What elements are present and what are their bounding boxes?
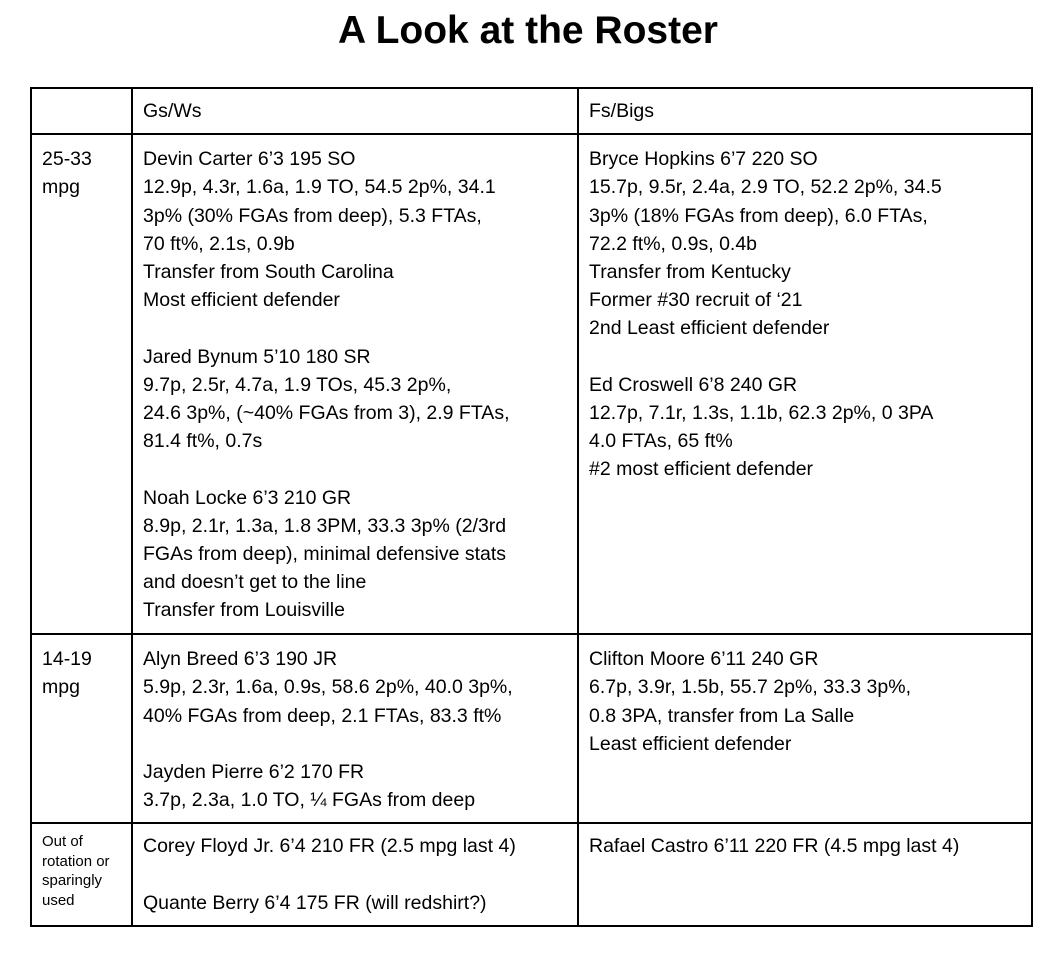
tier-label-line: Out of: [42, 833, 83, 851]
header-cell-bigs: Fs/Bigs: [577, 86, 1033, 136]
player-stat-line: 70 ft%, 2.1s, 0.9b: [143, 232, 295, 255]
bigs-cell: Clifton Moore 6’11 240 GR 6.7p, 3.9r, 1.…: [577, 633, 1033, 825]
player-stat-line: 5.9p, 2.3r, 1.6a, 0.9s, 58.6 2p%, 40.0 3…: [143, 676, 513, 699]
minutes-tier-cell: Out of rotation or sparingly used: [30, 822, 133, 927]
player-stat-line: 15.7p, 9.5r, 2.4a, 2.9 TO, 52.2 2p%, 34.…: [589, 176, 942, 199]
header-cell-guards: Gs/Ws: [131, 86, 579, 136]
player-name-line: Alyn Breed 6’3 190 JR: [143, 648, 338, 671]
player-stat-line: 12.7p, 7.1r, 1.3s, 1.1b, 62.3 2p%, 0 3PA: [589, 402, 934, 425]
player-block: Ed Croswell 6’8 240 GR 12.7p, 7.1r, 1.3s…: [589, 371, 1021, 484]
table-row: Out of rotation or sparingly used Corey …: [30, 822, 1033, 927]
player-note-line: Most efficient defender: [143, 289, 340, 312]
player-block: Alyn Breed 6’3 190 JR 5.9p, 2.3r, 1.6a, …: [143, 645, 567, 730]
player-stat-line: 3p% (30% FGAs from deep), 5.3 FTAs,: [143, 204, 482, 227]
tier-label-line: mpg: [42, 676, 80, 699]
player-name-line: Quante Berry 6’4 175 FR (will redshirt?): [143, 891, 487, 914]
minutes-tier-cell: 25-33 mpg: [30, 133, 133, 636]
player-block: Rafael Castro 6’11 220 FR (4.5 mpg last …: [589, 832, 1021, 860]
player-note-line: 2nd Least efficient defender: [589, 317, 830, 340]
player-stat-line: 3.7p, 2.3a, 1.0 TO, ¼ FGAs from deep: [143, 789, 476, 812]
player-block: Bryce Hopkins 6’7 220 SO 15.7p, 9.5r, 2.…: [589, 145, 1021, 342]
player-name-line: Noah Locke 6’3 210 GR: [143, 486, 352, 509]
tier-label-line: 25-33: [42, 148, 92, 171]
player-block: Jayden Pierre 6’2 170 FR 3.7p, 2.3a, 1.0…: [143, 758, 567, 814]
player-note-line: Former #30 recruit of ‘21: [589, 289, 803, 312]
guards-cell: Devin Carter 6’3 195 SO 12.9p, 4.3r, 1.6…: [131, 133, 579, 636]
player-name-line: Ed Croswell 6’8 240 GR: [589, 373, 798, 396]
guards-cell: Alyn Breed 6’3 190 JR 5.9p, 2.3r, 1.6a, …: [131, 633, 579, 825]
player-name-line: Jayden Pierre 6’2 170 FR: [143, 761, 365, 783]
bigs-cell: Rafael Castro 6’11 220 FR (4.5 mpg last …: [577, 822, 1033, 927]
page-title: A Look at the Roster: [338, 9, 718, 52]
tier-label-line: rotation or: [42, 852, 110, 870]
player-note-line: Transfer from Louisville: [143, 599, 345, 622]
player-block: Jared Bynum 5’10 180 SR 9.7p, 2.5r, 4.7a…: [143, 343, 567, 456]
player-stat-line: 4.0 FTAs, 65 ft%: [589, 430, 733, 453]
player-name-line: Clifton Moore 6’11 240 GR: [589, 648, 819, 671]
bigs-cell: Bryce Hopkins 6’7 220 SO 15.7p, 9.5r, 2.…: [577, 133, 1033, 636]
player-block: Quante Berry 6’4 175 FR (will redshirt?): [143, 889, 567, 917]
player-stat-line: 81.4 ft%, 0.7s: [143, 430, 263, 453]
minutes-tier-cell: 14-19 mpg: [30, 633, 133, 825]
table-row: 25-33 mpg Devin Carter 6’3 195 SO 12.9p,…: [30, 133, 1033, 636]
player-block: Corey Floyd Jr. 6’4 210 FR (2.5 mpg last…: [143, 832, 567, 860]
player-note-line: Transfer from South Carolina: [143, 261, 394, 284]
table-row: 14-19 mpg Alyn Breed 6’3 190 JR 5.9p, 2.…: [30, 633, 1033, 825]
guards-cell: Corey Floyd Jr. 6’4 210 FR (2.5 mpg last…: [131, 822, 579, 927]
player-name-line: Rafael Castro 6’11 220 FR (4.5 mpg last …: [589, 835, 960, 858]
tier-label-line: sparingly: [42, 872, 103, 890]
player-block: Noah Locke 6’3 210 GR 8.9p, 2.1r, 1.3a, …: [143, 484, 567, 625]
player-stat-line: 0.8 3PA, transfer from La Salle: [589, 704, 855, 727]
player-stat-line: 6.7p, 3.9r, 1.5b, 55.7 2p%, 33.3 3p%,: [589, 676, 911, 699]
player-stat-line: 8.9p, 2.1r, 1.3a, 1.8 3PM, 33.3 3p% (2/3…: [143, 514, 507, 537]
roster-table: Gs/Ws Fs/Bigs 25-33 mpg Devin Carter 6’3…: [30, 86, 1033, 927]
header-cell-tier: [30, 86, 133, 136]
player-stat-line: 9.7p, 2.5r, 4.7a, 1.9 TOs, 45.3 2p%,: [143, 373, 452, 396]
player-stat-line: 24.6 3p%, (~40% FGAs from 3), 2.9 FTAs,: [143, 402, 510, 425]
player-name-line: Jared Bynum 5’10 180 SR: [143, 345, 371, 368]
player-name-line: Corey Floyd Jr. 6’4 210 FR (2.5 mpg last…: [143, 835, 516, 858]
player-note-line: #2 most efficient defender: [589, 458, 814, 481]
table-header-row: Gs/Ws Fs/Bigs: [30, 86, 1033, 136]
tier-label-line: used: [42, 891, 75, 909]
player-note-line: Transfer from Kentucky: [589, 261, 791, 284]
player-note-line: Least efficient defender: [589, 732, 792, 755]
tier-label-line: 14-19: [42, 648, 92, 671]
player-name-line: Devin Carter 6’3 195 SO: [143, 148, 356, 171]
tier-label-line: mpg: [42, 176, 80, 199]
player-stat-line: 12.9p, 4.3r, 1.6a, 1.9 TO, 54.5 2p%, 34.…: [143, 176, 496, 199]
player-name-line: Bryce Hopkins 6’7 220 SO: [589, 148, 818, 171]
player-stat-line: 72.2 ft%, 0.9s, 0.4b: [589, 232, 758, 255]
player-stat-line: FGAs from deep), minimal defensive stats: [143, 543, 507, 566]
player-stat-line: 40% FGAs from deep, 2.1 FTAs, 83.3 ft%: [143, 704, 502, 727]
player-stat-line: 3p% (18% FGAs from deep), 6.0 FTAs,: [589, 204, 928, 227]
player-stat-line: and doesn’t get to the line: [143, 571, 367, 594]
player-block: Devin Carter 6’3 195 SO 12.9p, 4.3r, 1.6…: [143, 145, 567, 314]
player-block: Clifton Moore 6’11 240 GR 6.7p, 3.9r, 1.…: [589, 645, 1021, 758]
